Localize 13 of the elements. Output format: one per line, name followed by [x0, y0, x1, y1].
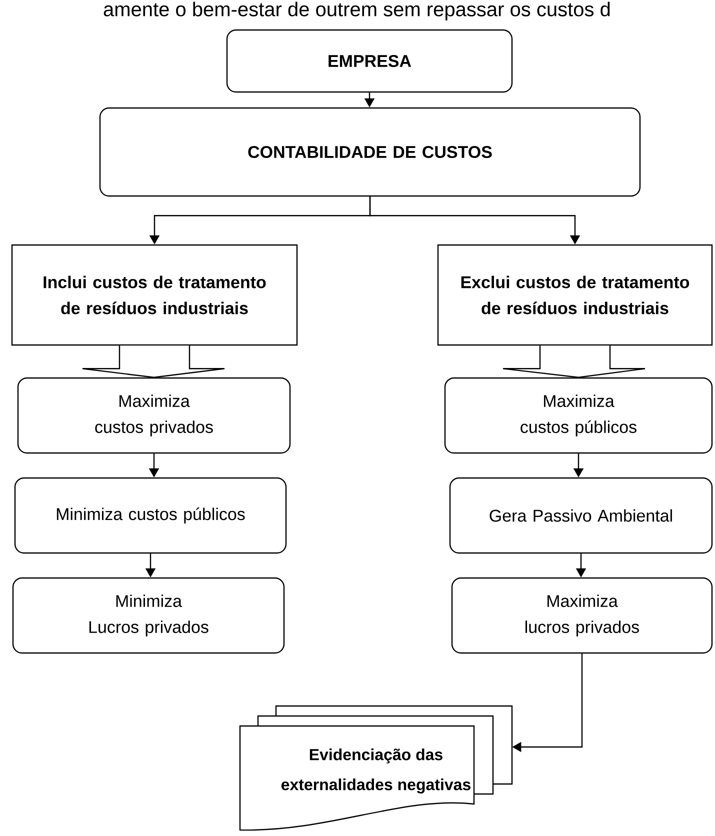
- process-box: Exclui custos de tratamento de resíduos industriais: [437, 244, 713, 346]
- process-box: Maximiza custos públicos: [444, 377, 713, 454]
- process-box: Inclui custos de tratamento de resíduos industriais: [11, 244, 298, 346]
- process-box: EMPRESA: [226, 29, 513, 93]
- block-arrow: [82, 345, 226, 378]
- process-box: Maximiza lucros privados: [451, 577, 713, 654]
- process-box: Minimiza Lucros privados: [12, 577, 285, 654]
- node-label: Evidenciação das externalidades negativas: [281, 748, 470, 794]
- process-box: Gera Passivo Ambiental: [449, 477, 713, 554]
- process-box: Minimiza custos públicos: [14, 477, 287, 554]
- block-arrow: [502, 345, 646, 378]
- process-box: Maximiza custos privados: [17, 377, 291, 454]
- process-box: CONTABILIDADE DE CUSTOS: [99, 107, 641, 197]
